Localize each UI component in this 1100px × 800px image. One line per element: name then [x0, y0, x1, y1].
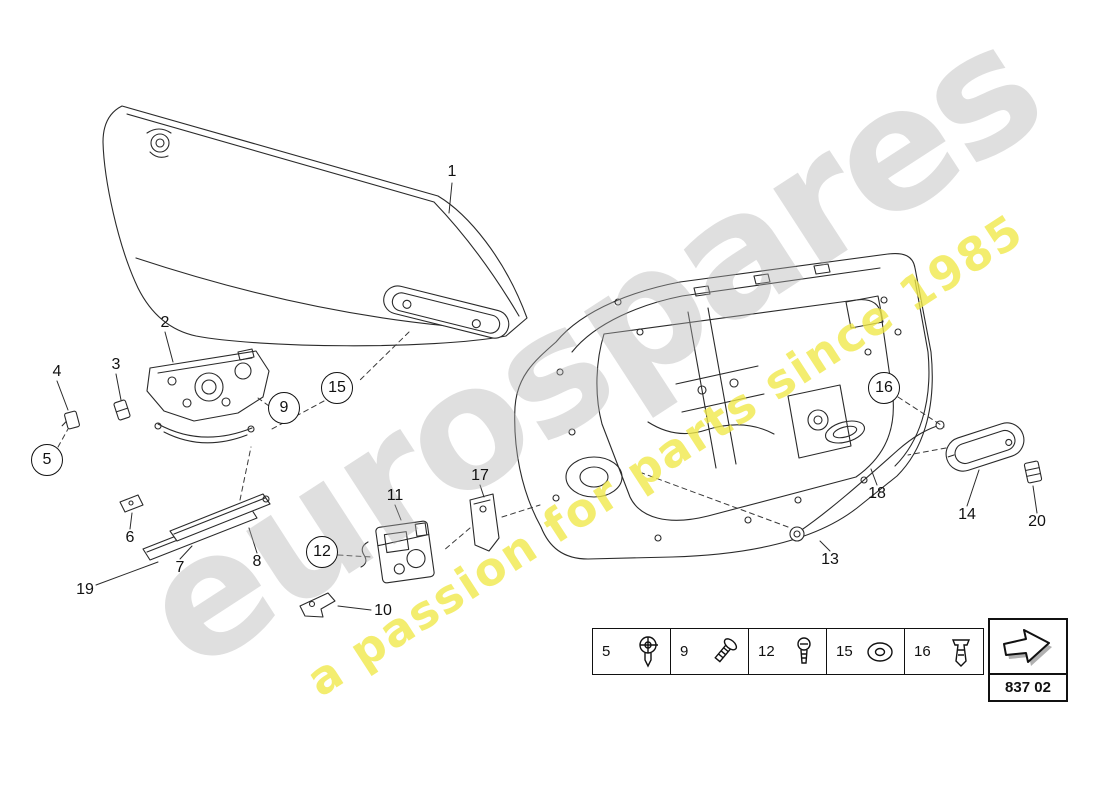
- callout-17[interactable]: 17: [471, 467, 489, 484]
- legend-number: 16: [914, 643, 931, 660]
- callout-12[interactable]: 12: [306, 536, 338, 568]
- handle-trim-strips: [142, 493, 271, 561]
- door-inner-frame: [514, 252, 933, 560]
- arrow-icon: [1003, 628, 1052, 666]
- door-latch-assembly: [299, 493, 500, 618]
- callout-3[interactable]: 3: [111, 356, 121, 373]
- callout-19[interactable]: 19: [76, 581, 94, 598]
- interior-handle-bezel: [945, 422, 1043, 484]
- door-handle-slot: [383, 285, 510, 339]
- small-fixings: [61, 399, 144, 513]
- door-outer-panel: [102, 105, 528, 347]
- legend-cell-9[interactable]: 9: [671, 629, 749, 674]
- callout-5[interactable]: 5: [31, 444, 63, 476]
- fastener-legend: 5 9 12: [592, 628, 984, 675]
- small-screw-icon: [791, 636, 817, 668]
- callout-18[interactable]: 18: [868, 485, 886, 502]
- callout-13[interactable]: 13: [821, 551, 839, 568]
- legend-cell-16[interactable]: 16: [905, 629, 983, 674]
- legend-cell-5[interactable]: 5: [593, 629, 671, 674]
- callout-11[interactable]: 11: [386, 487, 404, 504]
- callout-7[interactable]: 7: [175, 559, 185, 576]
- legend-cell-15[interactable]: 15: [827, 629, 905, 674]
- callout-2[interactable]: 2: [160, 314, 170, 331]
- callout-8[interactable]: 8: [252, 553, 262, 570]
- grommet-icon: [865, 636, 895, 668]
- callout-9[interactable]: 9: [268, 392, 300, 424]
- expansion-clip-icon: [948, 636, 974, 668]
- part-code-box[interactable]: 837 02: [988, 618, 1068, 702]
- leader-lines: [56, 182, 1038, 611]
- legend-number: 12: [758, 643, 775, 660]
- assembly-dashed-lines: [57, 331, 947, 558]
- part-code: 837 02: [1005, 679, 1051, 696]
- legend-number: 9: [680, 643, 689, 660]
- legend-number: 15: [836, 643, 853, 660]
- angled-screw-icon: [709, 636, 739, 668]
- callout-15[interactable]: 15: [321, 372, 353, 404]
- callout-6[interactable]: 6: [125, 529, 135, 546]
- callout-14[interactable]: 14: [958, 506, 976, 523]
- callout-1[interactable]: 1: [447, 163, 457, 180]
- callout-16[interactable]: 16: [868, 372, 900, 404]
- callout-20[interactable]: 20: [1028, 513, 1046, 530]
- callout-10[interactable]: 10: [374, 602, 392, 619]
- legend-number: 5: [602, 643, 611, 660]
- legend-cell-12[interactable]: 12: [749, 629, 827, 674]
- push-rivet-icon: [635, 635, 661, 668]
- arrow-wrap: [990, 620, 1066, 675]
- callout-4[interactable]: 4: [52, 363, 62, 380]
- handle-bracket-assembly: [146, 348, 270, 444]
